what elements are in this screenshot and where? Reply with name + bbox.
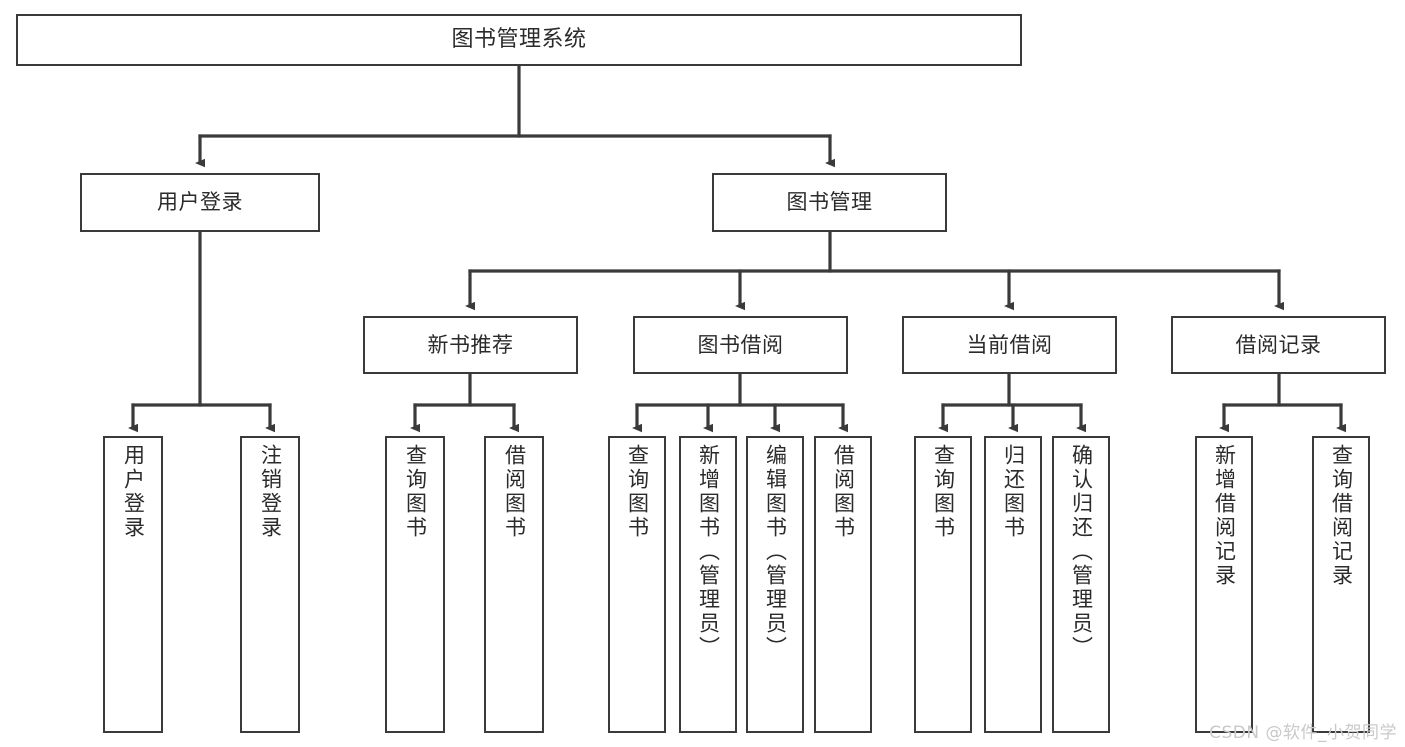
node-user-login-label: 用户登录: [157, 190, 243, 215]
node-book-borrow-label: 图书借阅: [697, 332, 784, 357]
node-leaf-confirm-return-label: 确认归还（管理员）: [1069, 444, 1094, 660]
node-leaf-add-loan-record-label: 新增借阅记录: [1212, 444, 1237, 588]
node-leaf-query-book-2[interactable]: 查询图书: [608, 436, 666, 733]
node-leaf-add-book[interactable]: 新增图书（管理员）: [679, 436, 737, 733]
node-leaf-query-book-1-label: 查询图书: [403, 444, 428, 540]
node-leaf-query-loan-record-label: 查询借阅记录: [1329, 444, 1354, 588]
node-leaf-query-book-3-label: 查询图书: [931, 444, 956, 540]
node-leaf-user-login[interactable]: 用户登录: [103, 436, 163, 733]
node-leaf-query-book-3[interactable]: 查询图书: [914, 436, 972, 733]
node-leaf-add-loan-record[interactable]: 新增借阅记录: [1195, 436, 1253, 733]
node-leaf-edit-book[interactable]: 编辑图书（管理员）: [746, 436, 804, 733]
node-leaf-confirm-return[interactable]: 确认归还（管理员）: [1052, 436, 1110, 733]
watermark: CSDN @软件_小贺同学: [1209, 723, 1397, 743]
node-root-label: 图书管理系统: [451, 27, 587, 53]
node-loan-record-label: 借阅记录: [1235, 332, 1322, 357]
node-leaf-add-book-label: 新增图书（管理员）: [696, 444, 721, 660]
node-leaf-borrow-book-2-label: 借阅图书: [831, 444, 856, 540]
node-current-loan[interactable]: 当前借阅: [902, 316, 1117, 374]
node-leaf-borrow-book-1[interactable]: 借阅图书: [484, 436, 544, 733]
node-new-book-rec[interactable]: 新书推荐: [363, 316, 578, 374]
node-current-loan-label: 当前借阅: [966, 332, 1053, 357]
node-leaf-logout-login[interactable]: 注销登录: [240, 436, 300, 733]
node-leaf-logout-login-label: 注销登录: [258, 444, 283, 540]
node-user-login[interactable]: 用户登录: [80, 173, 320, 232]
node-leaf-query-book-2-label: 查询图书: [625, 444, 650, 540]
node-book-manage-label: 图书管理: [786, 190, 873, 215]
node-book-manage[interactable]: 图书管理: [712, 173, 947, 232]
node-loan-record[interactable]: 借阅记录: [1171, 316, 1386, 374]
node-leaf-query-loan-record[interactable]: 查询借阅记录: [1312, 436, 1370, 733]
node-leaf-edit-book-label: 编辑图书（管理员）: [763, 444, 788, 660]
node-leaf-borrow-book-2[interactable]: 借阅图书: [814, 436, 872, 733]
node-leaf-query-book-1[interactable]: 查询图书: [385, 436, 445, 733]
node-new-book-rec-label: 新书推荐: [427, 332, 514, 357]
node-root[interactable]: 图书管理系统: [16, 14, 1022, 66]
node-leaf-return-book-label: 归还图书: [1001, 444, 1026, 540]
node-leaf-borrow-book-1-label: 借阅图书: [502, 444, 527, 540]
node-book-borrow[interactable]: 图书借阅: [633, 316, 848, 374]
node-leaf-return-book[interactable]: 归还图书: [984, 436, 1042, 733]
node-leaf-user-login-label: 用户登录: [121, 444, 146, 540]
